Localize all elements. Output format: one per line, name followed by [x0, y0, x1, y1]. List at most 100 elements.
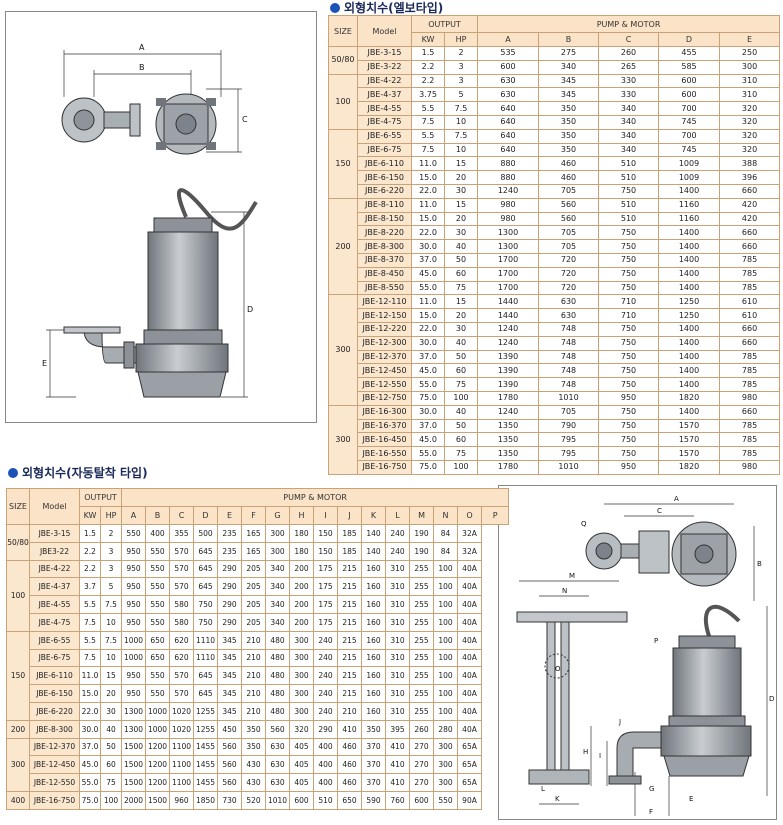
value-cell: 200	[289, 577, 315, 597]
value-cell: 710	[598, 294, 660, 310]
value-cell: 1250	[658, 294, 721, 310]
value-cell: 1400	[658, 266, 721, 282]
value-cell: 950	[121, 559, 147, 579]
value-cell: 240	[385, 524, 411, 543]
value-cell: 275	[538, 46, 600, 61]
value-cell: 750	[598, 335, 660, 351]
value-cell: 650	[145, 648, 171, 668]
value-cell: 1400	[658, 335, 721, 351]
value-cell: 350	[538, 101, 600, 116]
value-cell: 750	[598, 239, 660, 254]
section-title-elbow: 외형치수(엘보타입)	[330, 0, 443, 16]
model-cell: JBE-12-110	[357, 294, 412, 310]
value-cell: 270	[409, 737, 435, 757]
header-dim: D	[658, 32, 721, 47]
value-cell: 720	[538, 280, 600, 296]
value-cell: 748	[538, 349, 600, 365]
model-cell: JBE-8-150	[357, 211, 412, 227]
header-kw: KW	[79, 506, 101, 525]
value-cell: 11.0	[79, 666, 101, 686]
value-cell: 3.7	[79, 577, 101, 597]
value-cell: 20	[443, 170, 479, 185]
dim-label-o: O	[555, 665, 561, 673]
value-cell: 5	[443, 87, 479, 103]
value-cell: 100	[433, 595, 459, 614]
value-cell: 1300	[477, 225, 540, 241]
model-cell: JBE-8-110	[357, 197, 412, 213]
model-cell: JBE-12-370	[29, 737, 80, 757]
model-cell: JBE-8-220	[357, 225, 412, 241]
model-cell: JBE-8-370	[357, 252, 412, 268]
value-cell: 640	[477, 114, 540, 130]
value-cell: 1240	[477, 404, 540, 420]
dim-label-f: F	[649, 808, 653, 816]
value-cell: 255	[409, 577, 435, 597]
header-dim: C	[169, 506, 195, 525]
value-cell: 330	[598, 73, 660, 89]
value-cell: 40A	[457, 648, 483, 668]
value-cell: 750	[598, 321, 660, 337]
model-cell: JBE-6-55	[29, 630, 80, 650]
value-cell: 550	[121, 524, 147, 543]
value-cell: 1010	[538, 390, 600, 406]
elbow-pump-illustration: A B C D E	[42, 43, 258, 398]
value-cell: 330	[598, 87, 660, 103]
model-cell: JBE-3-15	[357, 46, 412, 61]
value-cell: 745	[658, 114, 721, 130]
value-cell: 1255	[193, 701, 219, 721]
value-cell: 345	[217, 701, 243, 721]
value-cell: 215	[337, 666, 363, 686]
model-cell: JBE-6-110	[357, 156, 412, 172]
model-cell: JBE-4-37	[29, 577, 80, 597]
elbow-type-drawing: A B C D E	[5, 11, 317, 423]
value-cell: 785	[719, 432, 781, 448]
value-cell: 1000	[145, 719, 171, 739]
value-cell: 630	[538, 294, 600, 310]
size-cell: 50/80	[328, 46, 358, 75]
dim-label-d: D	[247, 305, 253, 314]
value-cell: 1700	[477, 266, 540, 282]
value-cell: 1500	[145, 790, 171, 810]
value-cell: 1390	[477, 363, 540, 379]
value-cell: 1009	[658, 170, 721, 185]
size-cell: 50/80	[6, 524, 30, 561]
model-cell: JBE-4-75	[29, 612, 80, 632]
value-cell: 455	[658, 46, 721, 61]
dim-label-q: Q	[581, 520, 587, 528]
value-cell: 10	[443, 114, 479, 130]
value-cell: 355	[169, 524, 195, 543]
value-cell: 370	[361, 755, 387, 775]
value-cell: 160	[361, 612, 387, 632]
value-cell: 400	[313, 755, 339, 775]
value-cell: 340	[538, 59, 600, 75]
value-cell: 1100	[169, 755, 195, 775]
value-cell: 388	[719, 156, 781, 172]
value-cell: 420	[719, 197, 781, 213]
value-cell: 750	[598, 266, 660, 282]
value-cell: 320	[719, 114, 781, 130]
value-cell: 240	[313, 630, 339, 650]
size-cell: 150	[6, 630, 30, 721]
value-cell: 300	[289, 666, 315, 686]
value-cell: 310	[719, 73, 781, 89]
value-cell: 215	[337, 559, 363, 579]
header-dim: B	[538, 32, 600, 47]
value-cell: 730	[217, 790, 243, 810]
model-cell: JBE-12-150	[357, 308, 412, 323]
value-cell: 180	[289, 524, 315, 543]
value-cell: 30.0	[411, 239, 445, 254]
value-cell: 160	[361, 577, 387, 597]
model-cell: JBE-8-300	[357, 239, 412, 254]
value-cell: 40A	[457, 595, 483, 614]
value-cell: 30	[443, 321, 479, 337]
model-cell: JBE-4-55	[29, 595, 80, 614]
value-cell: 160	[361, 595, 387, 614]
value-cell: 370	[361, 737, 387, 757]
